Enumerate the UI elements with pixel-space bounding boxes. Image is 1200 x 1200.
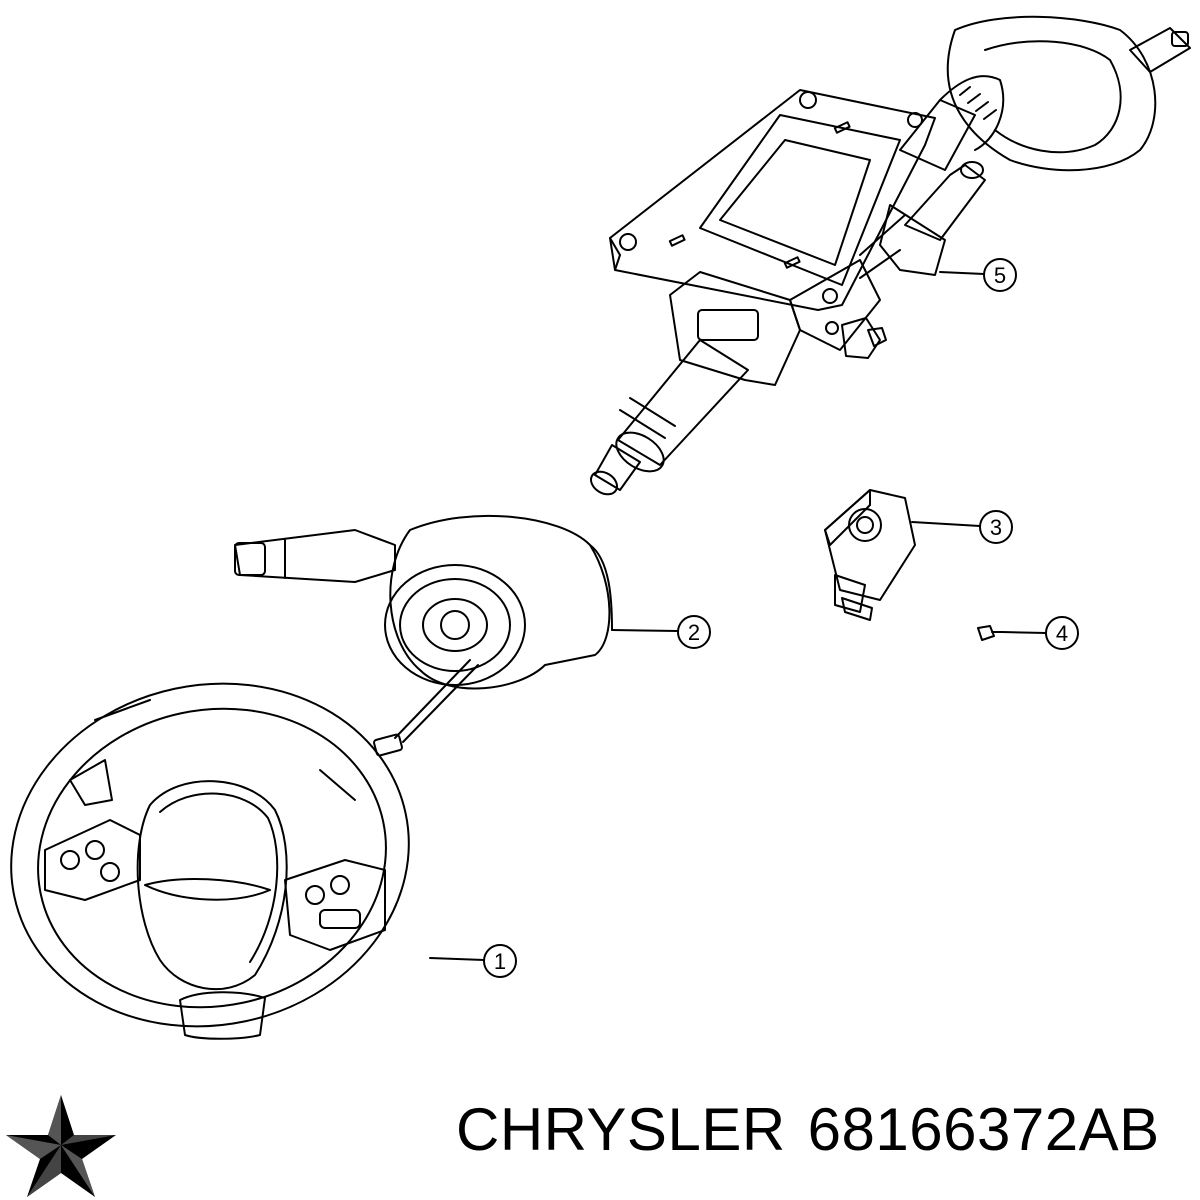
steering-wheel-drawing [10, 682, 410, 1040]
callout-5: 5 [983, 258, 1017, 292]
callout-leaders [429, 271, 1047, 961]
clockspring-drawing [234, 514, 613, 757]
svg-text:4: 4 [1056, 621, 1068, 646]
svg-text:2: 2 [688, 620, 700, 645]
callout-1: 1 [483, 944, 517, 978]
svg-text:5: 5 [994, 263, 1006, 288]
callout-2: 2 [677, 615, 711, 649]
svg-text:3: 3 [990, 515, 1002, 540]
pentastar-logo-icon [2, 1091, 120, 1199]
brand-name: CHRYSLER [456, 1096, 786, 1163]
callout-3: 3 [979, 510, 1013, 544]
svg-text:1: 1 [494, 949, 506, 974]
screw-drawing [977, 625, 1003, 641]
callout-4: 4 [1045, 616, 1079, 650]
switch-module-drawing [824, 489, 916, 621]
part-number: 68166372AB [807, 1096, 1160, 1163]
footer [0, 1085, 1200, 1200]
steering-column-drawing [589, 15, 1191, 496]
